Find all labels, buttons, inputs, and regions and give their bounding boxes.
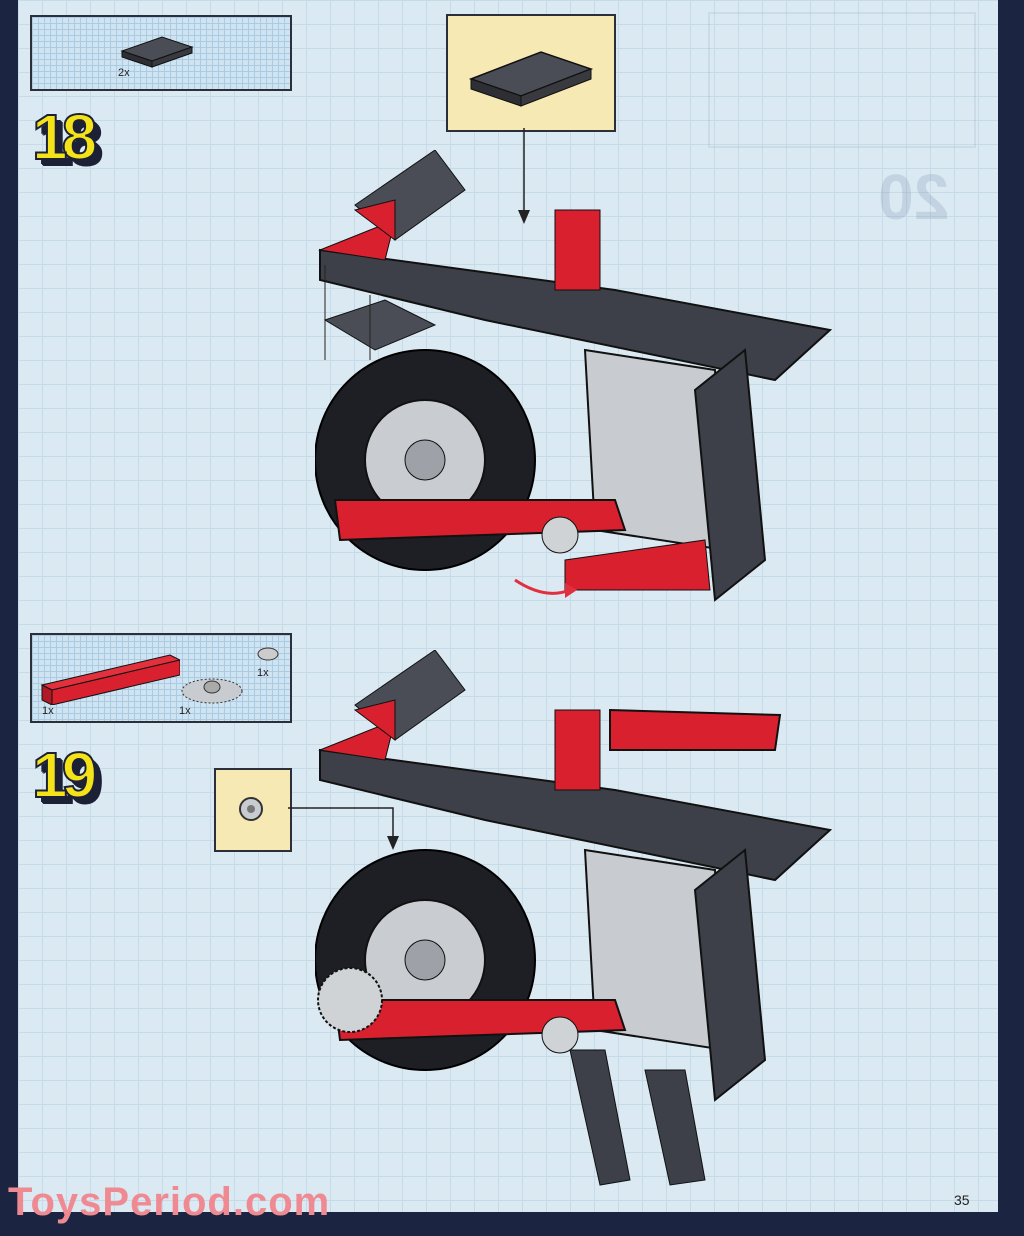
step-19-callout xyxy=(214,768,292,852)
part-qty: 1x xyxy=(179,705,191,717)
step-18-parts-list: 2x xyxy=(30,15,292,91)
arrow-icon xyxy=(288,807,399,850)
instruction-page: 20 xyxy=(18,0,998,1212)
page-number: 35 xyxy=(954,1192,970,1208)
plate-2x4-icon xyxy=(120,36,194,68)
plate-2x4-icon xyxy=(468,51,594,107)
step-number: 19 xyxy=(31,738,98,812)
watermark: ToysPeriod.com xyxy=(8,1180,331,1224)
bushing-icon xyxy=(239,797,263,821)
arrow-down-icon xyxy=(518,128,530,224)
part-qty: 2x xyxy=(118,67,130,79)
gear-icon xyxy=(181,678,243,704)
ghost-parts-box xyxy=(708,12,976,148)
step-19-parts-list: 1x 1x 1x xyxy=(30,633,292,723)
bushing-icon xyxy=(257,647,279,661)
step-18-model-illustration xyxy=(315,150,833,602)
part-qty: 1x xyxy=(42,705,54,717)
step-number: 18 xyxy=(31,100,98,174)
step-19-model-illustration xyxy=(315,650,833,1186)
technic-beam-icon xyxy=(40,654,180,705)
part-qty: 1x xyxy=(257,667,269,679)
step-18-callout xyxy=(446,14,616,132)
ghost-step-number: 20 xyxy=(878,161,950,233)
